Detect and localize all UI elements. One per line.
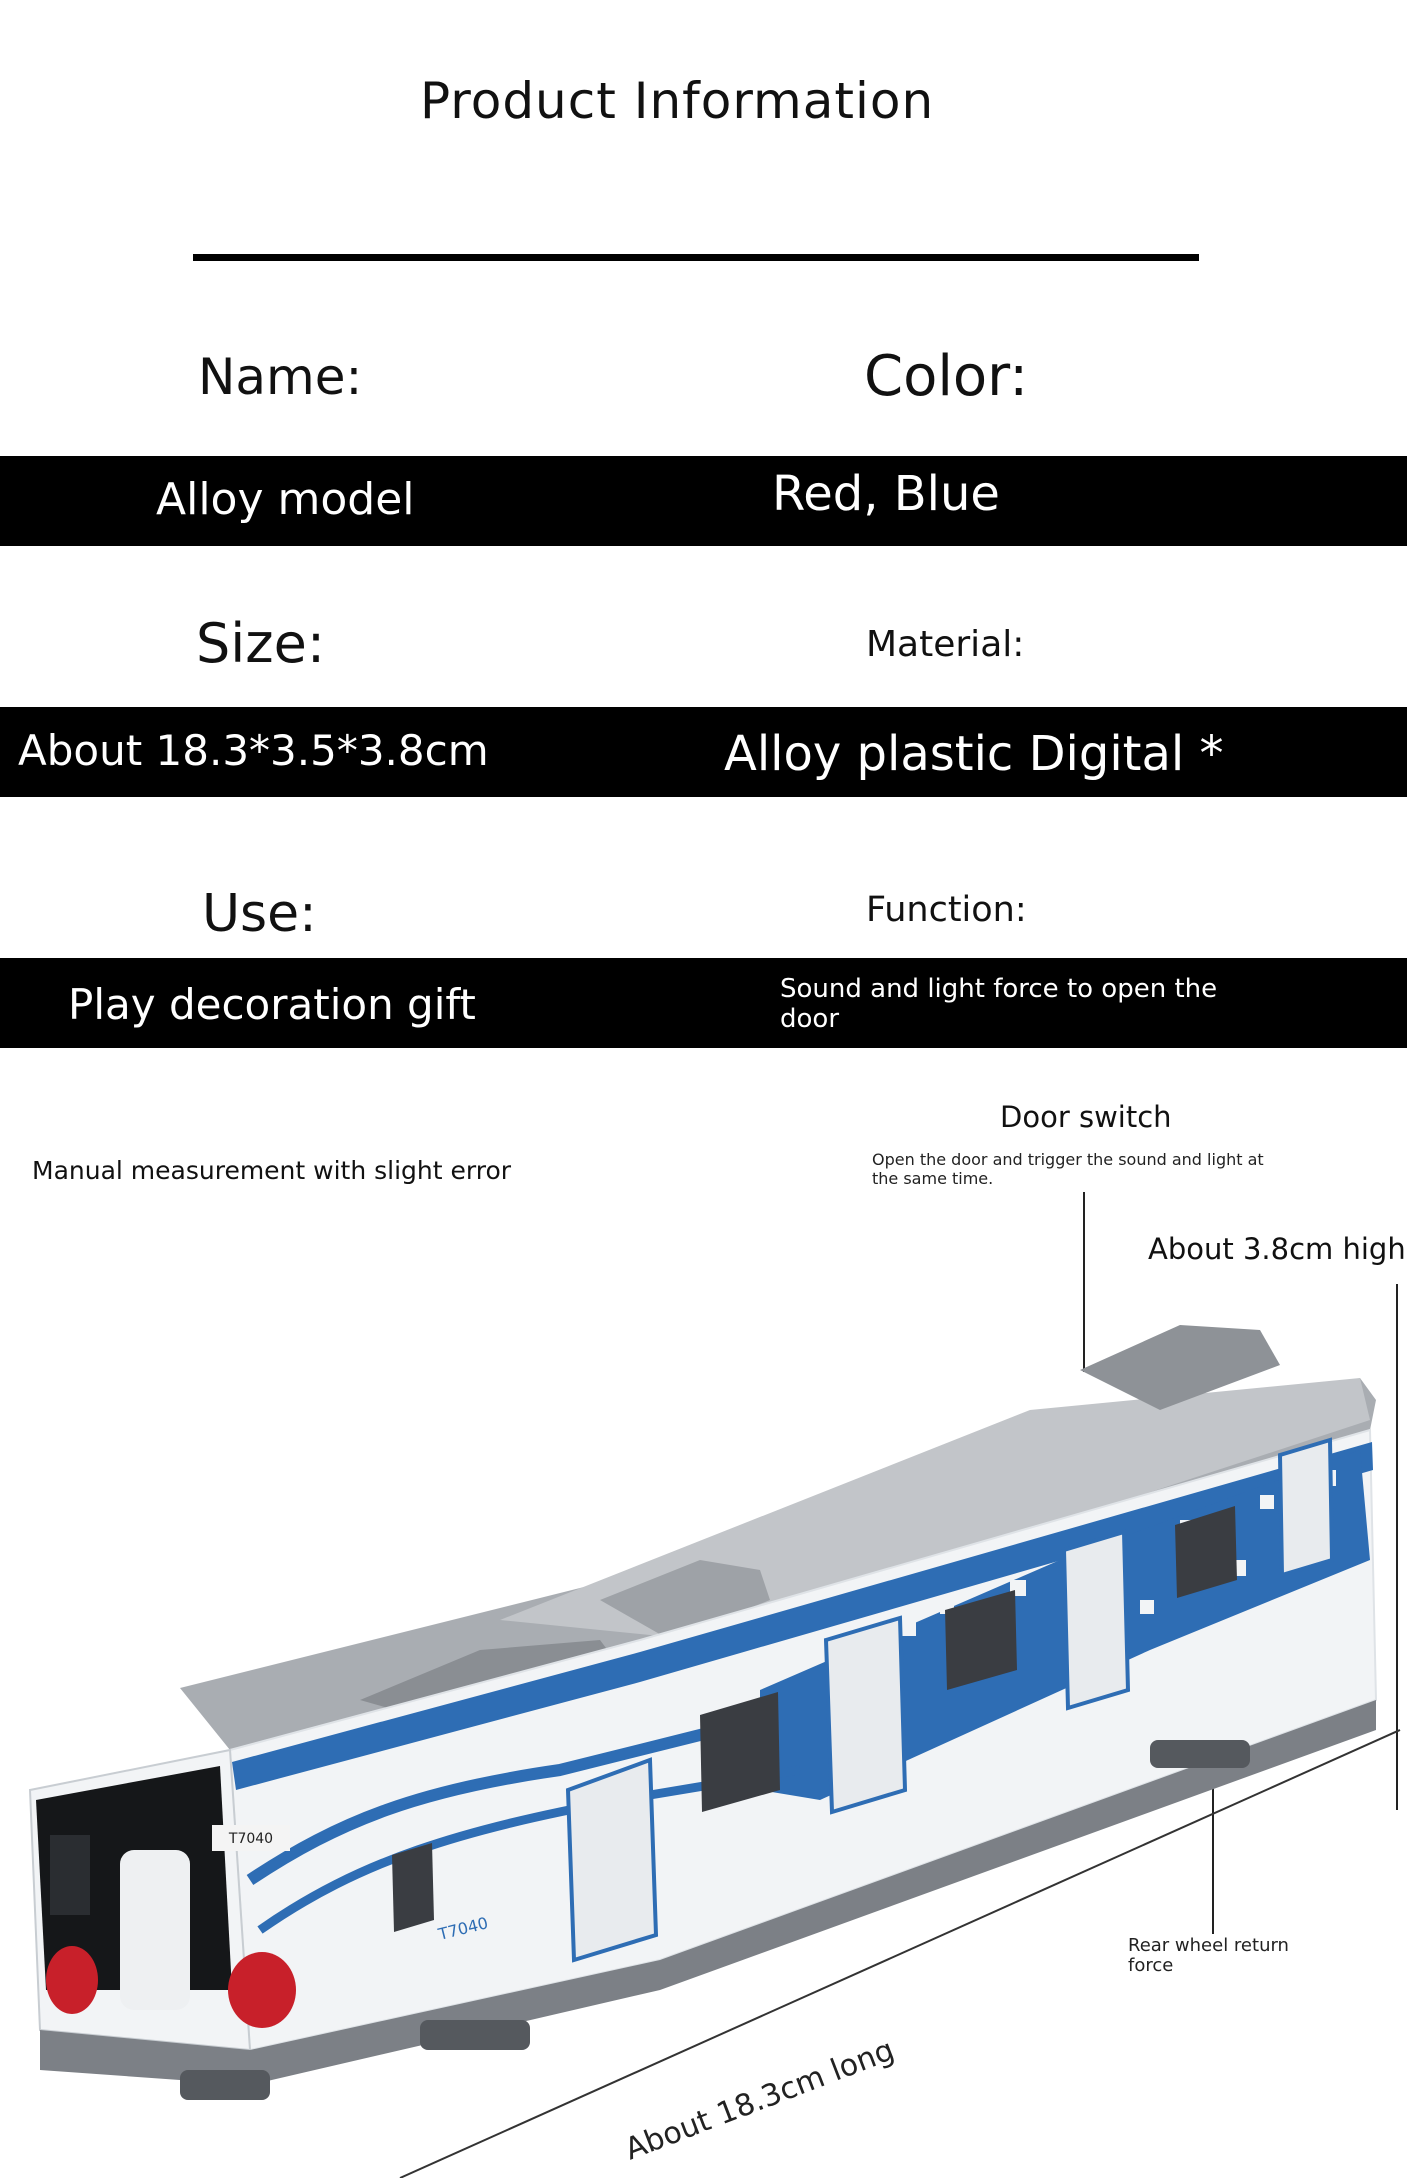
name-value: Alloy model [156,474,415,525]
rear-wheel-label: Rear wheel return force [1128,1935,1289,1976]
height-dimension-line [1396,1284,1398,1810]
roof-vent-mid [600,1560,770,1640]
wheel-bogies [180,1740,1250,2100]
size-label: Size: [196,612,326,675]
function-value: Sound and light force to open the door [780,974,1218,1034]
size-value: About 18.3*3.5*3.8cm [18,726,489,775]
spec-bar-size-material [0,707,1407,797]
length-label: About 18.3cm long [620,2033,899,2168]
color-label: Color: [864,344,1029,409]
material-value: Alloy plastic Digital * [724,726,1224,782]
measure-note: Manual measurement with slight error [32,1156,512,1185]
spec-bar-use-function [0,958,1407,1048]
subway-train-model-image: T7040 T7040 About 18.3cm long [28,1325,1401,2178]
color-value: Red, Blue [772,466,1000,522]
length-dimension-line [399,1729,1401,2178]
train-number-plate [212,1825,290,1851]
front-window-left [50,1835,90,1915]
front-door [120,1850,190,2010]
blue-swoosh-1 [246,1714,762,1885]
use-value: Play decoration gift [68,980,476,1029]
rear-wheel-leader-line [1212,1762,1214,1934]
height-label: About 3.8cm high [1148,1232,1406,1266]
side-doors [565,1437,1335,1963]
roof-vent-rear [1080,1325,1280,1410]
undercarriage-skirt [40,1700,1376,2085]
material-label: Material: [866,624,1025,665]
door-switch-title: Door switch [1000,1100,1172,1134]
train-number-text: T7040 [228,1831,273,1847]
page-title: Product Information [420,72,935,130]
front-light-right [228,1952,296,2028]
door-switch-desc: Open the door and trigger the sound and … [872,1150,1264,1188]
function-label: Function: [866,890,1027,930]
use-label: Use: [202,884,317,944]
title-divider [193,254,1199,261]
name-label: Name: [198,348,363,406]
spec-bar-name-color [0,456,1407,546]
front-light-left [46,1946,98,2014]
door-switch-leader-line [1083,1192,1085,1372]
side-windows [392,1506,1237,1932]
blue-top-stripe [232,1442,1373,1790]
